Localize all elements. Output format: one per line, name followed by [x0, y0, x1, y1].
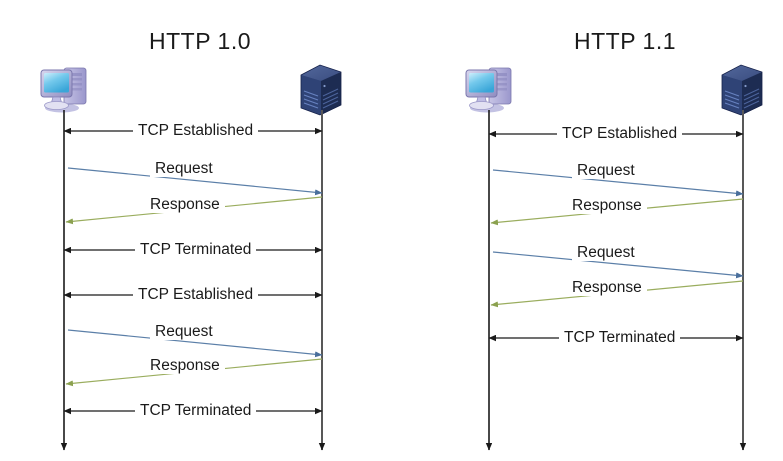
message-label-tcp-terminated: TCP Terminated [559, 329, 681, 346]
message-label-tcp-terminated: TCP Terminated [135, 402, 257, 419]
message-label-tcp-established: TCP Established [133, 122, 259, 139]
message-arrow-request [67, 167, 323, 196]
message-label-request: Request [150, 323, 218, 340]
message-label-tcp-established: TCP Established [557, 125, 683, 142]
diagram-title-http-1-1: HTTP 1.1 [574, 28, 676, 54]
diagram-title-http-1-0: HTTP 1.0 [149, 28, 251, 54]
message-arrow-request [67, 329, 323, 358]
message-label-request: Request [150, 160, 218, 177]
message-label-response: Response [567, 279, 647, 296]
diagram-http-1-0 [40, 64, 342, 451]
message-label-response: Response [145, 196, 225, 213]
message-label-request: Request [572, 162, 640, 179]
message-label-response: Response [567, 197, 647, 214]
message-label-response: Response [145, 357, 225, 374]
message-label-tcp-established: TCP Established [133, 286, 259, 303]
message-arrow-request [492, 169, 744, 197]
message-label-tcp-terminated: TCP Terminated [135, 241, 257, 258]
desktop-computer-icon [40, 67, 87, 113]
message-arrow-request [492, 251, 744, 279]
server-rack-icon [721, 64, 763, 116]
desktop-computer-icon [465, 67, 512, 113]
server-rack-icon [300, 64, 342, 116]
message-label-request: Request [572, 244, 640, 261]
